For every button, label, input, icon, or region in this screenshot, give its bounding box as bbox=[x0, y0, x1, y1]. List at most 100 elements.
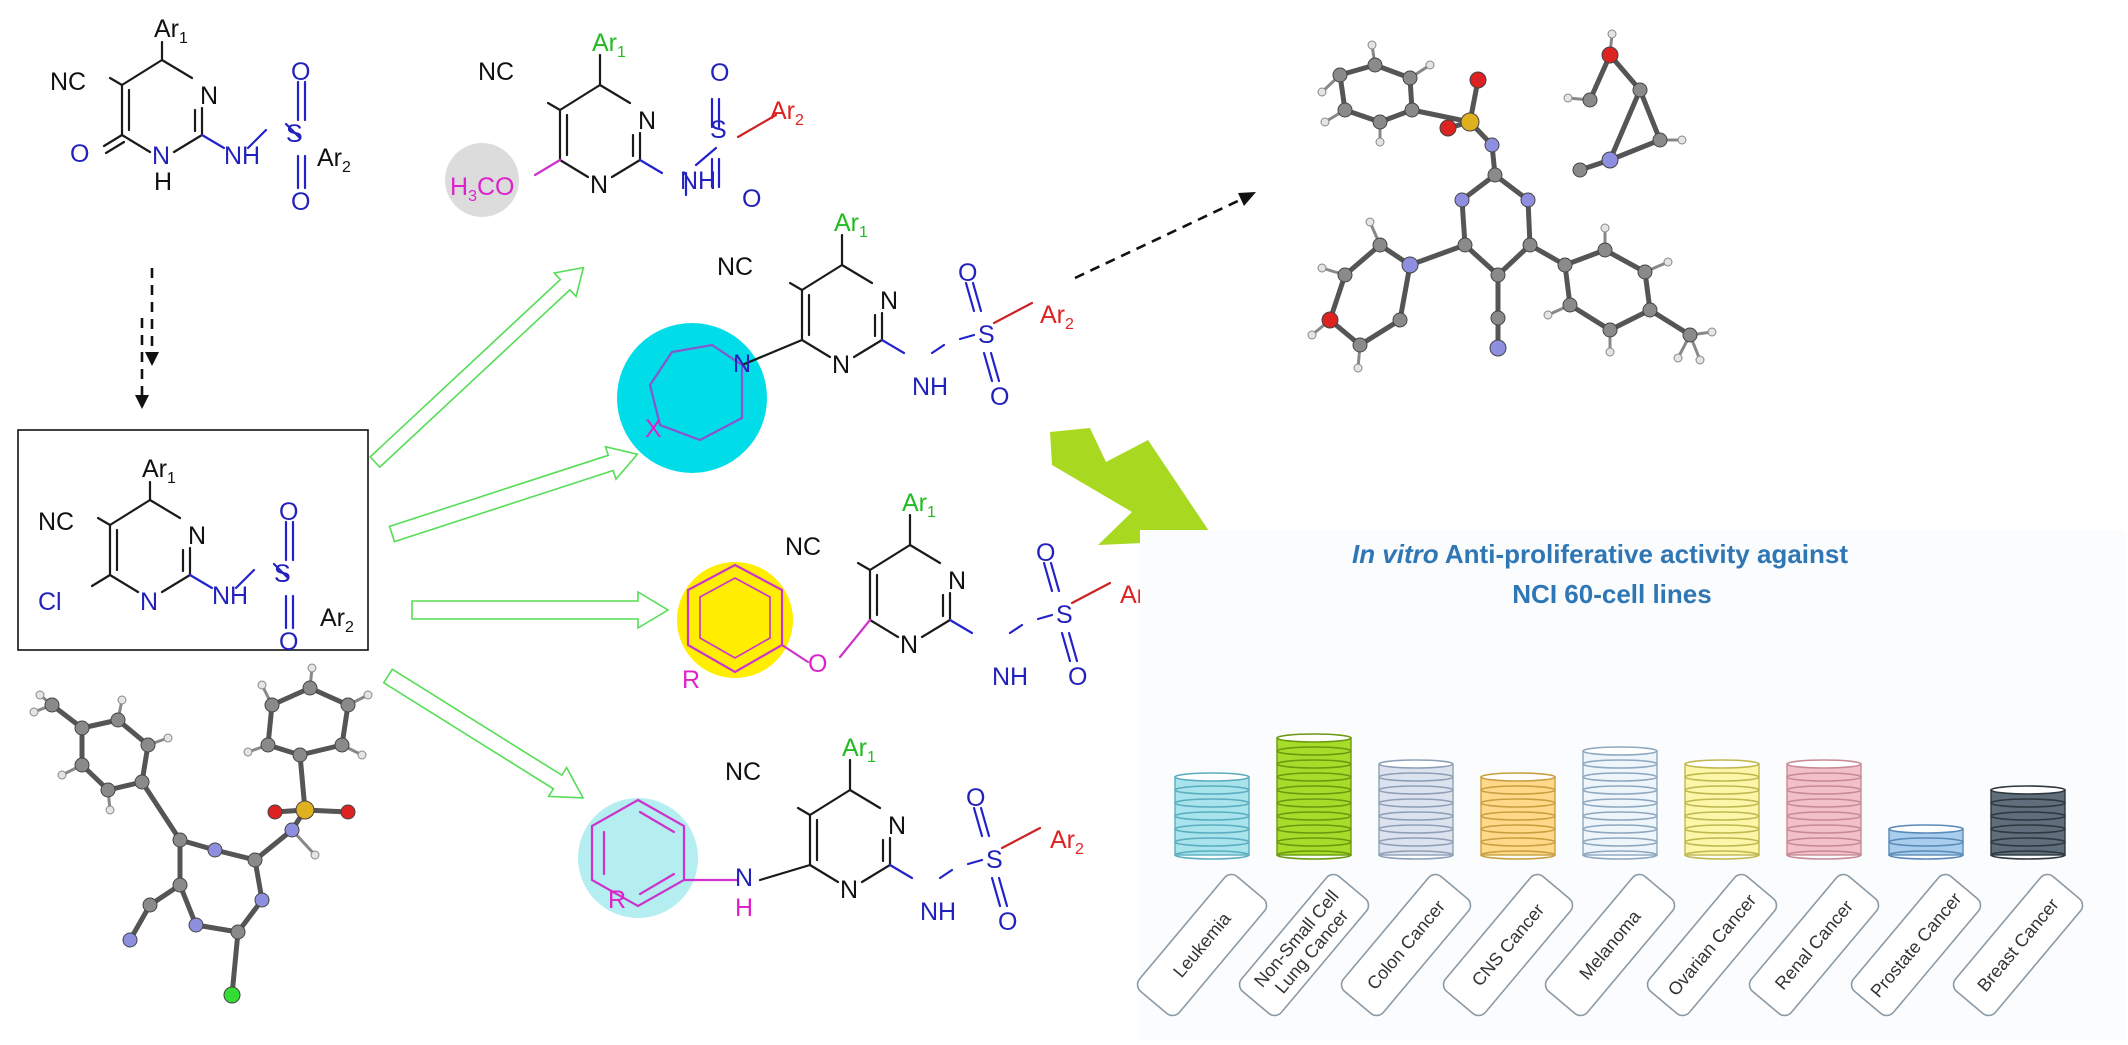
dashed-arrow-to-crystal bbox=[1074, 198, 1241, 280]
activity-bars bbox=[1174, 733, 2066, 860]
structure-phenoxy-product: Ar1 NC N N NH S O O Ar2 bbox=[785, 489, 1154, 691]
cyclic-amine-highlight bbox=[617, 323, 767, 473]
nc-label: NC bbox=[785, 533, 821, 561]
dashed-arrow-head bbox=[145, 352, 159, 366]
n1-label: N bbox=[900, 631, 918, 659]
nc-label: NC bbox=[478, 58, 514, 86]
ar2-label: Ar2 bbox=[1040, 301, 1074, 333]
activity-bar bbox=[1582, 746, 1658, 860]
nh-label: NH bbox=[224, 142, 260, 170]
s-label: S bbox=[1056, 601, 1073, 629]
r-label: R bbox=[608, 886, 626, 914]
n3-label: N bbox=[638, 107, 656, 135]
nc-label: NC bbox=[38, 508, 74, 536]
nh-label: NH bbox=[212, 582, 248, 610]
structure-pyrimidinone: Ar1 NC O N H N NH S O O Ar2 bbox=[50, 15, 351, 216]
activity-bar bbox=[1684, 759, 1760, 860]
ar2-label: Ar2 bbox=[317, 144, 351, 176]
h3co-label: H3CO bbox=[450, 173, 514, 205]
o-bottom-label: O bbox=[1068, 663, 1087, 691]
x-label: X bbox=[645, 415, 662, 443]
n1-label: N bbox=[840, 876, 858, 904]
ar1-label: Ar1 bbox=[154, 15, 188, 47]
activity-bar bbox=[1786, 759, 1862, 860]
nh-label: NH bbox=[920, 898, 956, 926]
s-label: S bbox=[978, 321, 995, 349]
n1-label: N bbox=[152, 142, 170, 170]
o-bottom-label: O bbox=[990, 383, 1009, 411]
oxo-label: O bbox=[70, 140, 89, 168]
anilino-highlight bbox=[578, 798, 698, 918]
s-label: S bbox=[710, 116, 727, 144]
category-label: CNS Cancer bbox=[1442, 873, 1574, 1017]
structure-amine-product: Ar1 NC N N NH S O O Ar2 bbox=[717, 209, 1074, 411]
s-label: S bbox=[986, 846, 1003, 874]
o-bottom-label: O bbox=[291, 188, 310, 216]
structure-chloro-intermediate: Ar1 NC Cl N N NH S O O Ar2 bbox=[38, 455, 354, 656]
o-top-label: O bbox=[958, 259, 977, 287]
intermediate-box bbox=[17, 429, 369, 651]
o-bottom-label: O bbox=[998, 908, 1017, 936]
s-label: S bbox=[286, 120, 303, 148]
phenoxy-highlight bbox=[677, 562, 793, 678]
dashed-arrow-to-crystal-head bbox=[1238, 192, 1256, 206]
amine-n-label: N bbox=[733, 350, 751, 378]
o-ether-label: O bbox=[808, 650, 827, 678]
ar1-label: Ar1 bbox=[834, 209, 868, 241]
o-bottom-label: O bbox=[742, 185, 761, 213]
o-bottom-label: O bbox=[279, 628, 298, 656]
methoxy-highlight bbox=[445, 143, 519, 217]
activity-bar bbox=[1174, 772, 1250, 860]
crystal-structure-bottom bbox=[29, 663, 373, 1004]
n3-label: N bbox=[948, 567, 966, 595]
chart-subtitle: NCI 60-cell lines bbox=[1512, 579, 1711, 609]
ar2-label: Ar2 bbox=[1050, 826, 1084, 858]
chart-title: In vitro Anti-proliferative activity aga… bbox=[1352, 539, 1848, 569]
o-top-label: O bbox=[291, 58, 310, 86]
ar1-label: Ar1 bbox=[902, 489, 936, 521]
n3-label: N bbox=[880, 287, 898, 315]
ar2-label: Ar2 bbox=[770, 97, 804, 129]
s-label: S bbox=[274, 560, 291, 588]
o-top-label: O bbox=[966, 784, 985, 812]
nh-label: NH bbox=[992, 663, 1028, 691]
o-top-label: O bbox=[1036, 539, 1055, 567]
nc-label: NC bbox=[717, 253, 753, 281]
nc-label: NC bbox=[725, 758, 761, 786]
structure-anilino-product: Ar1 NC N H N N NH S O O Ar2 bbox=[725, 734, 1084, 936]
cyclic-amine-ring: N X bbox=[645, 343, 751, 443]
cl-label: Cl bbox=[38, 588, 62, 616]
n1-label: N bbox=[832, 351, 850, 379]
r-label: R bbox=[682, 666, 700, 694]
o-top-label: O bbox=[710, 59, 729, 87]
category-label: Colon Cancer bbox=[1340, 873, 1472, 1017]
activity-bar bbox=[1276, 733, 1352, 860]
structure-methoxy-product: Ar1 NC H3CO N N NH S O O Ar2 bbox=[450, 29, 804, 213]
crystal-structure-top bbox=[1307, 29, 1717, 373]
anilino-h-label: H bbox=[735, 894, 753, 922]
nh-h-label: H bbox=[154, 168, 172, 196]
activity-bar bbox=[1990, 785, 2066, 860]
activity-bar bbox=[1888, 824, 1964, 860]
o-top-label: O bbox=[279, 498, 298, 526]
ar1-label: Ar1 bbox=[142, 455, 176, 487]
activity-bar bbox=[1378, 759, 1454, 860]
n1-label: N bbox=[590, 171, 608, 199]
anilino-ring: R bbox=[590, 798, 740, 914]
ar2-label: Ar2 bbox=[320, 604, 354, 636]
big-green-arrow bbox=[1050, 428, 1215, 545]
ar1-label: Ar1 bbox=[842, 734, 876, 766]
nc-label: NC bbox=[50, 68, 86, 96]
n3-label: N bbox=[188, 522, 206, 550]
n3-label: N bbox=[888, 812, 906, 840]
hollow-arrows bbox=[369, 266, 670, 799]
n1-label: N bbox=[140, 588, 158, 616]
phenoxy-ring: R O bbox=[682, 563, 827, 694]
nh-label: NH bbox=[912, 373, 948, 401]
ar1-label: Ar1 bbox=[592, 29, 626, 61]
dashed-arrow-head-2 bbox=[135, 395, 149, 409]
activity-bar bbox=[1480, 772, 1556, 860]
anilino-n-label: N bbox=[735, 864, 753, 892]
n3-label: N bbox=[200, 82, 218, 110]
